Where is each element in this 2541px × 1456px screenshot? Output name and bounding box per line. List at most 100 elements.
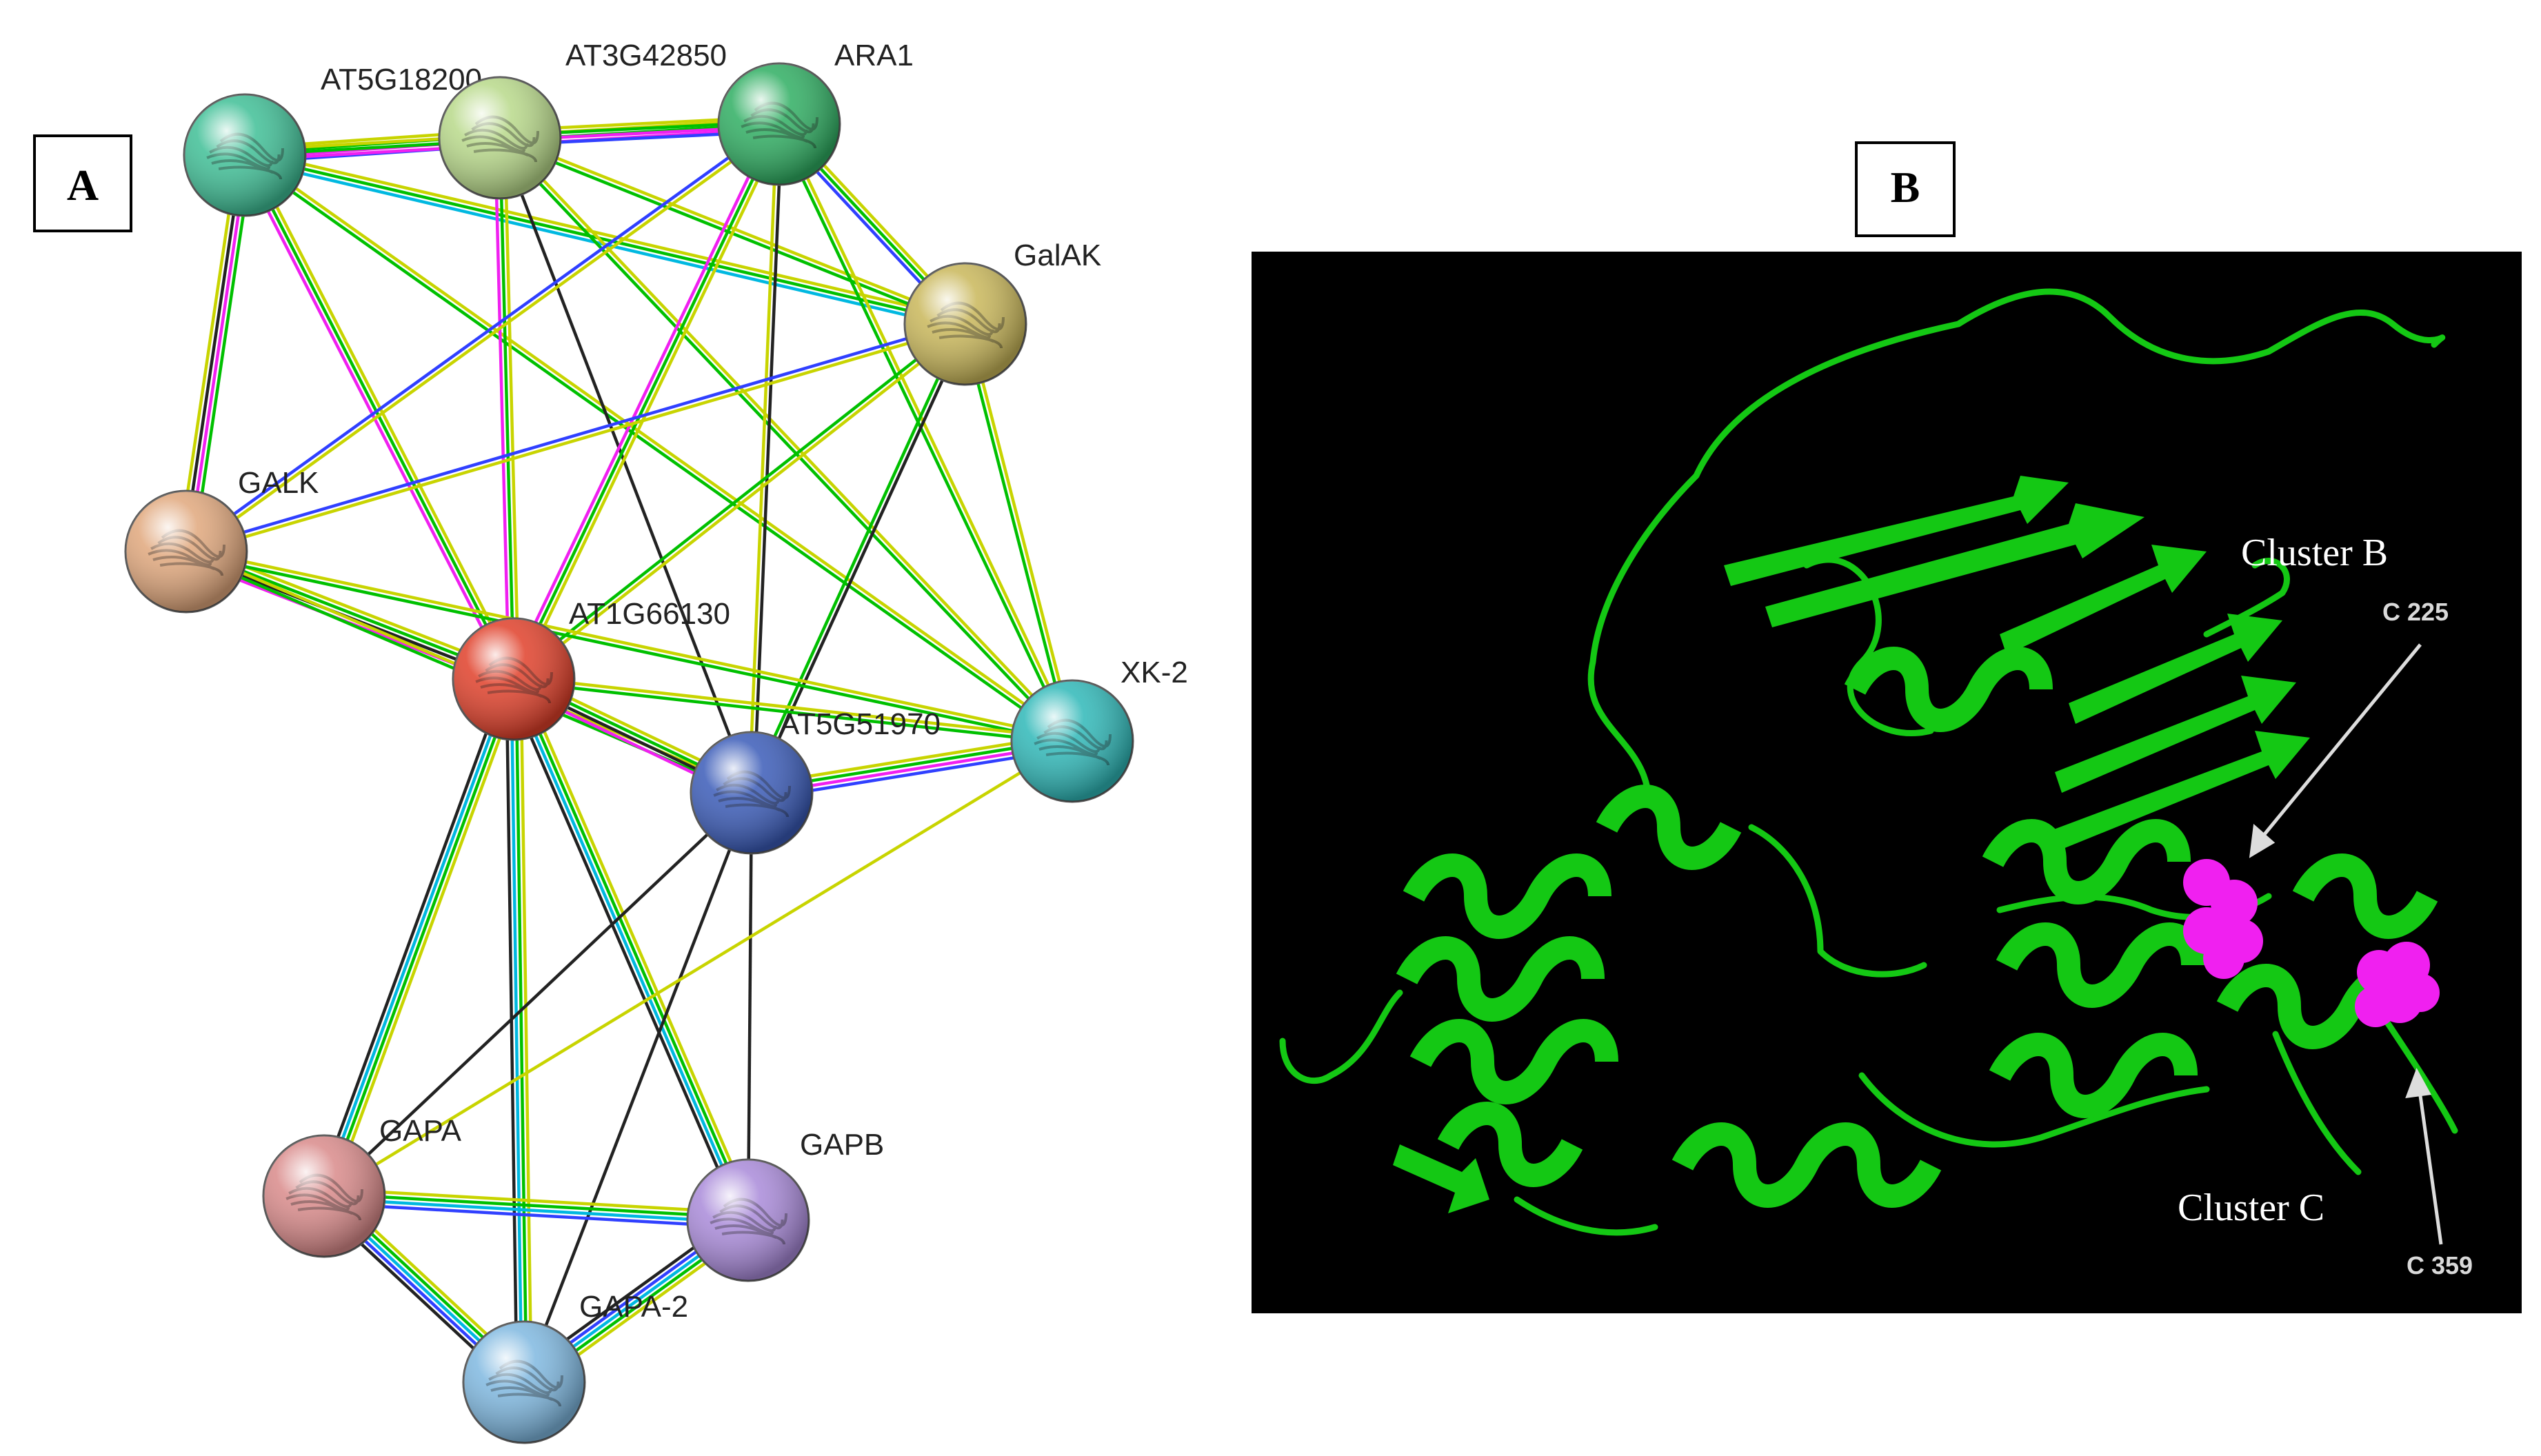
panel-b-label: B bbox=[1891, 163, 1920, 212]
edge-line bbox=[514, 677, 752, 1220]
residue-c359-spheres bbox=[2355, 942, 2440, 1027]
edge-line bbox=[248, 152, 520, 678]
edge-AT5G51970-GAPB bbox=[746, 792, 754, 1221]
edge-line bbox=[245, 152, 1075, 740]
panel-a-label: A bbox=[67, 161, 99, 210]
node-gloss bbox=[463, 1322, 585, 1443]
edge-line bbox=[780, 122, 1076, 741]
edge-AT5G51970-GAPA-2 bbox=[522, 792, 754, 1383]
arrow-c359-head bbox=[2405, 1068, 2431, 1099]
edge-line bbox=[498, 137, 754, 793]
edge-line bbox=[177, 154, 239, 551]
edge-line bbox=[516, 125, 785, 682]
panel-b-label-box bbox=[1855, 141, 1956, 237]
edge-line bbox=[316, 676, 509, 1195]
edge-line bbox=[323, 740, 1074, 1197]
cluster-b-label: Cluster B bbox=[2241, 532, 2388, 574]
edge-line bbox=[192, 156, 254, 553]
edge-ARA1-XK-2 bbox=[775, 122, 1076, 743]
edge-line bbox=[505, 681, 743, 1224]
edge-line bbox=[187, 155, 249, 552]
node-GAPA[interactable]: GAPA bbox=[262, 1114, 462, 1258]
node-gloss bbox=[263, 1135, 385, 1257]
node-AT5G51970[interactable]: AT5G51970 bbox=[690, 707, 941, 855]
residue-c225-spheres bbox=[2183, 859, 2263, 979]
protein-strands bbox=[1393, 476, 2310, 1213]
edge-XK-2-GAPA bbox=[323, 740, 1074, 1197]
node-GalAK[interactable]: GalAK bbox=[903, 239, 1101, 386]
edge-line bbox=[496, 138, 1072, 744]
edge-line bbox=[503, 137, 521, 679]
edge-AT1G66130-GAPA bbox=[316, 676, 522, 1200]
edge-AT1G66130-XK-2 bbox=[513, 675, 1073, 745]
node-label: AT1G66130 bbox=[569, 597, 730, 631]
panel-b: B bbox=[1252, 141, 2522, 1313]
node-AT3G42850[interactable]: AT3G42850 bbox=[438, 39, 727, 200]
node-AT1G66130[interactable]: AT1G66130 bbox=[452, 597, 730, 741]
edge-line bbox=[186, 547, 1074, 740]
arrow-c359 bbox=[2417, 1085, 2443, 1245]
edge-AT5G18200-GALK bbox=[177, 154, 254, 553]
residue-c359-label: C 359 bbox=[2407, 1251, 2473, 1280]
node-label: GAPA bbox=[379, 1114, 462, 1148]
edge-line bbox=[522, 792, 754, 1383]
node-GALK[interactable]: GALK bbox=[124, 466, 319, 614]
edge-GalAK-AT5G51970 bbox=[747, 322, 970, 795]
node-label: XK-2 bbox=[1121, 656, 1188, 689]
node-GAPB[interactable]: GAPB bbox=[686, 1128, 884, 1282]
node-gloss bbox=[687, 1160, 809, 1281]
node-label: GAPB bbox=[800, 1128, 884, 1162]
node-label: AT3G42850 bbox=[565, 39, 727, 72]
edge-line bbox=[511, 321, 965, 679]
edge-line bbox=[323, 1202, 748, 1229]
cluster-c-label: Cluster C bbox=[2178, 1186, 2324, 1229]
arrow-c225 bbox=[2260, 643, 2422, 839]
edge-AT3G42850-AT5G51970 bbox=[498, 137, 754, 793]
node-label: GAPA-2 bbox=[579, 1290, 688, 1324]
edge-line bbox=[185, 320, 965, 551]
node-ARA1[interactable]: ARA1 bbox=[717, 39, 914, 186]
edge-line bbox=[324, 1187, 749, 1215]
edge-line bbox=[519, 678, 533, 1382]
edge-line bbox=[498, 137, 516, 680]
node-XK-2[interactable]: XK-2 bbox=[1010, 656, 1188, 803]
residue-c225-label: C 225 bbox=[2382, 598, 2449, 626]
protein-structure-background bbox=[1252, 252, 2522, 1313]
node-gloss bbox=[184, 94, 305, 216]
node-gloss bbox=[453, 618, 574, 740]
node-gloss bbox=[1012, 680, 1133, 802]
edge-line bbox=[966, 323, 1076, 741]
edge-AT1G66130-GAPB bbox=[505, 675, 756, 1224]
edge-line bbox=[183, 121, 779, 551]
edge-GalAK-GALK bbox=[185, 320, 967, 556]
edge-line bbox=[519, 675, 756, 1218]
node-label: AT5G51970 bbox=[779, 707, 941, 741]
edge-ARA1-GALK bbox=[183, 121, 782, 555]
edge-line bbox=[242, 156, 1072, 745]
edge-line bbox=[747, 123, 779, 793]
cysteine-residues bbox=[2183, 859, 2440, 1027]
node-gloss bbox=[905, 263, 1026, 385]
edge-line bbox=[505, 679, 519, 1383]
edge-line bbox=[775, 124, 1072, 743]
edge-line bbox=[185, 552, 1072, 745]
edge-line bbox=[245, 148, 967, 321]
edge-line bbox=[182, 154, 244, 552]
edge-line bbox=[186, 125, 782, 555]
annotation-arrows bbox=[2249, 643, 2443, 1245]
edge-GalAK-XK-2 bbox=[961, 323, 1076, 742]
edge-line bbox=[493, 138, 511, 680]
edge-line bbox=[500, 135, 1076, 741]
edge-line bbox=[510, 679, 747, 1222]
edge-GalAK-AT1G66130 bbox=[511, 321, 968, 682]
node-label: ARA1 bbox=[834, 39, 914, 72]
edge-line bbox=[325, 679, 518, 1197]
edge-line bbox=[514, 324, 968, 682]
node-gloss bbox=[719, 63, 840, 185]
node-GAPA-2[interactable]: GAPA-2 bbox=[462, 1290, 688, 1444]
edge-line bbox=[320, 678, 513, 1196]
node-AT5G18200[interactable]: AT5G18200 bbox=[183, 63, 482, 217]
